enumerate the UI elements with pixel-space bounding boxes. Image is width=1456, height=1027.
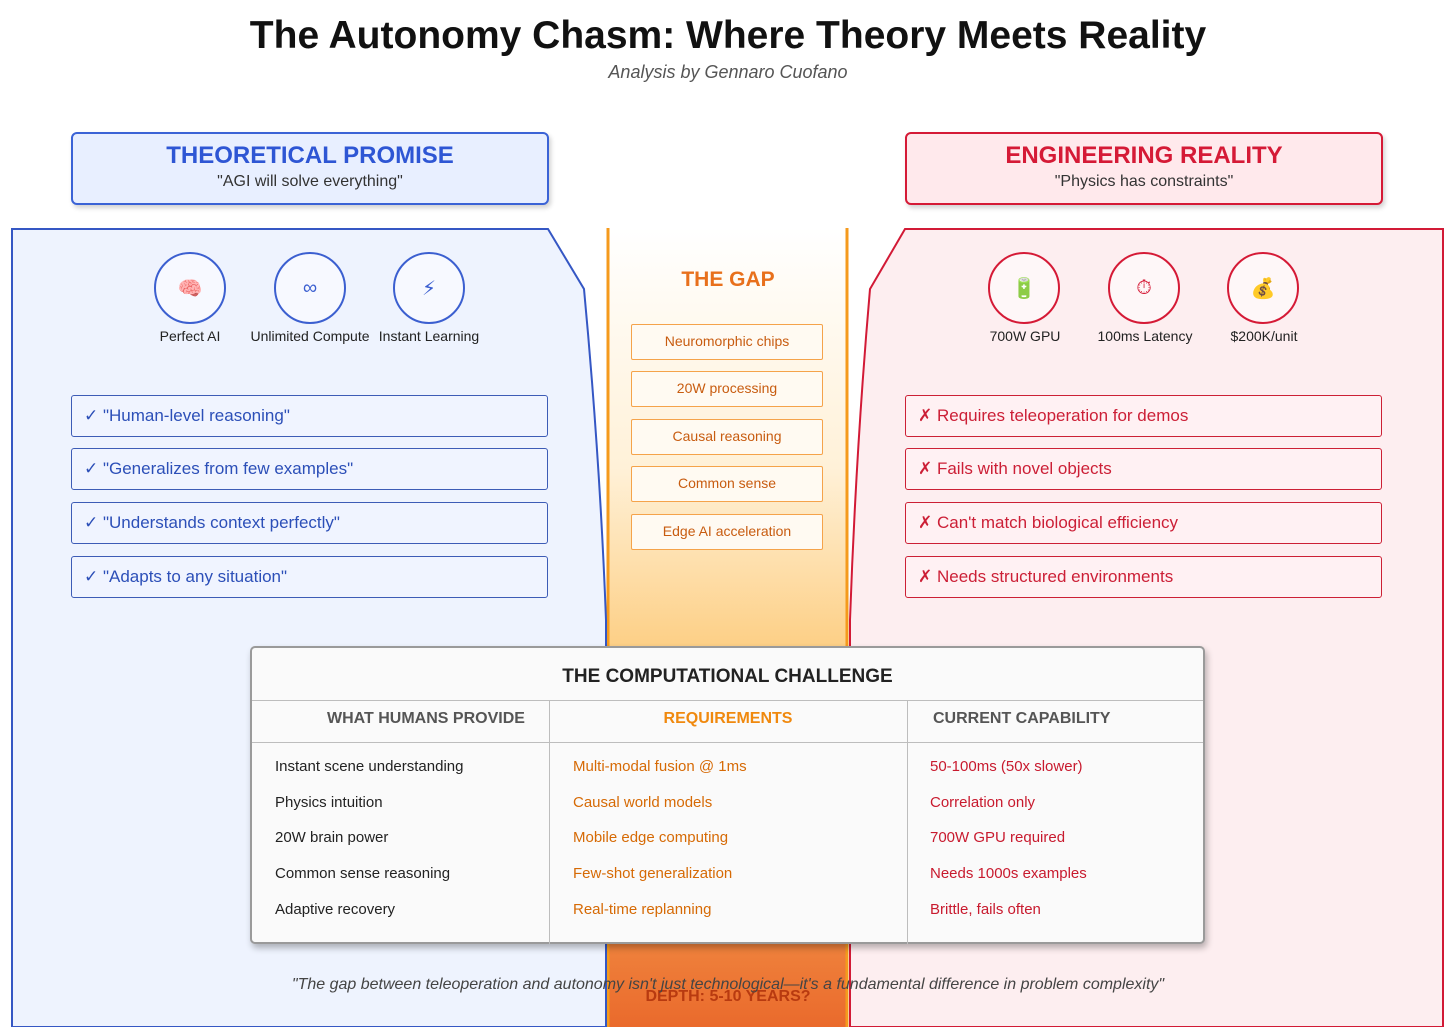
column-header-capability: CURRENT CAPABILITY (933, 710, 1111, 727)
table-cell-capability: 700W GPU required (930, 829, 1066, 846)
icon-label-unlimited-compute: Unlimited Compute (250, 328, 370, 344)
table-cell-capability: Brittle, fails often (930, 901, 1041, 918)
icon-label-cost: $200K/unit (1230, 328, 1298, 344)
theoretical-tagline: "AGI will solve everything" (217, 173, 403, 190)
closing-quote: "The gap between teleoperation and auton… (291, 976, 1165, 993)
lightning-icon: ⚡ (393, 252, 465, 324)
column-divider (907, 700, 908, 944)
reality-limit: ✗ Requires teleoperation for demos (905, 395, 1382, 437)
theoretical-heading: THEORETICAL PROMISE (166, 142, 454, 169)
column-header-requirements: REQUIREMENTS (663, 710, 793, 727)
gap-title: THE GAP (681, 268, 775, 291)
icon-label-perfect-ai: Perfect AI (159, 328, 221, 344)
gap-depth-label: DEPTH: 5-10 YEARS? (645, 988, 811, 1005)
infinity-icon: ∞ (274, 252, 346, 324)
table-cell-capability: Correlation only (930, 794, 1036, 811)
table-cell-human: 20W brain power (275, 829, 389, 846)
table-cell-human: Adaptive recovery (275, 901, 396, 918)
gap-item: Neuromorphic chips (631, 324, 823, 360)
reality-limit: ✗ Fails with novel objects (905, 448, 1382, 490)
computational-challenge-table: THE COMPUTATIONAL CHALLENGE WHAT HUMANS … (250, 646, 1205, 944)
gap-item: 20W processing (631, 371, 823, 407)
money-bag-icon: 💰 (1227, 252, 1299, 324)
page-title: The Autonomy Chasm: Where Theory Meets R… (249, 14, 1207, 57)
battery-icon: 🔋 (988, 252, 1060, 324)
icon-label-instant-learning: Instant Learning (378, 328, 480, 344)
table-cell-requirement: Multi-modal fusion @ 1ms (573, 758, 747, 775)
table-cell-requirement: Few-shot generalization (573, 865, 733, 882)
table-divider (252, 742, 1203, 743)
theory-claim: ✓ "Generalizes from few examples" (71, 448, 548, 490)
stopwatch-icon: ⏱ (1108, 252, 1180, 324)
gap-item: Edge AI acceleration (631, 514, 823, 550)
table-cell-human: Common sense reasoning (275, 865, 451, 882)
page-subtitle: Analysis by Gennaro Cuofano (608, 62, 848, 82)
reality-limit: ✗ Needs structured environments (905, 556, 1382, 598)
icon-label-gpu: 700W GPU (989, 328, 1061, 344)
column-header-humans: WHAT HUMANS PROVIDE (327, 710, 525, 727)
engineering-tagline: "Physics has constraints" (1054, 173, 1234, 190)
table-title: THE COMPUTATIONAL CHALLENGE (562, 666, 893, 687)
table-cell-human: Instant scene understanding (275, 758, 464, 775)
table-cell-requirement: Mobile edge computing (573, 829, 729, 846)
icon-label-latency: 100ms Latency (1097, 328, 1193, 344)
engineering-heading: ENGINEERING REALITY (1005, 142, 1283, 169)
table-cell-requirement: Real-time replanning (573, 901, 712, 918)
gap-item: Common sense (631, 466, 823, 502)
table-divider (252, 700, 1203, 701)
theoretical-promise-header: THEORETICAL PROMISE "AGI will solve ever… (71, 132, 549, 205)
brain-icon: 🧠 (154, 252, 226, 324)
theory-claim: ✓ "Human-level reasoning" (71, 395, 548, 437)
table-cell-capability: Needs 1000s examples (930, 865, 1087, 882)
table-cell-requirement: Causal world models (573, 794, 713, 811)
column-divider (549, 700, 550, 944)
theory-claim: ✓ "Understands context perfectly" (71, 502, 548, 544)
table-cell-human: Physics intuition (275, 794, 383, 811)
reality-limit: ✗ Can't match biological efficiency (905, 502, 1382, 544)
engineering-reality-header: ENGINEERING REALITY "Physics has constra… (905, 132, 1383, 205)
theory-claim: ✓ "Adapts to any situation" (71, 556, 548, 598)
table-cell-capability: 50-100ms (50x slower) (930, 758, 1083, 775)
gap-item: Causal reasoning (631, 419, 823, 455)
